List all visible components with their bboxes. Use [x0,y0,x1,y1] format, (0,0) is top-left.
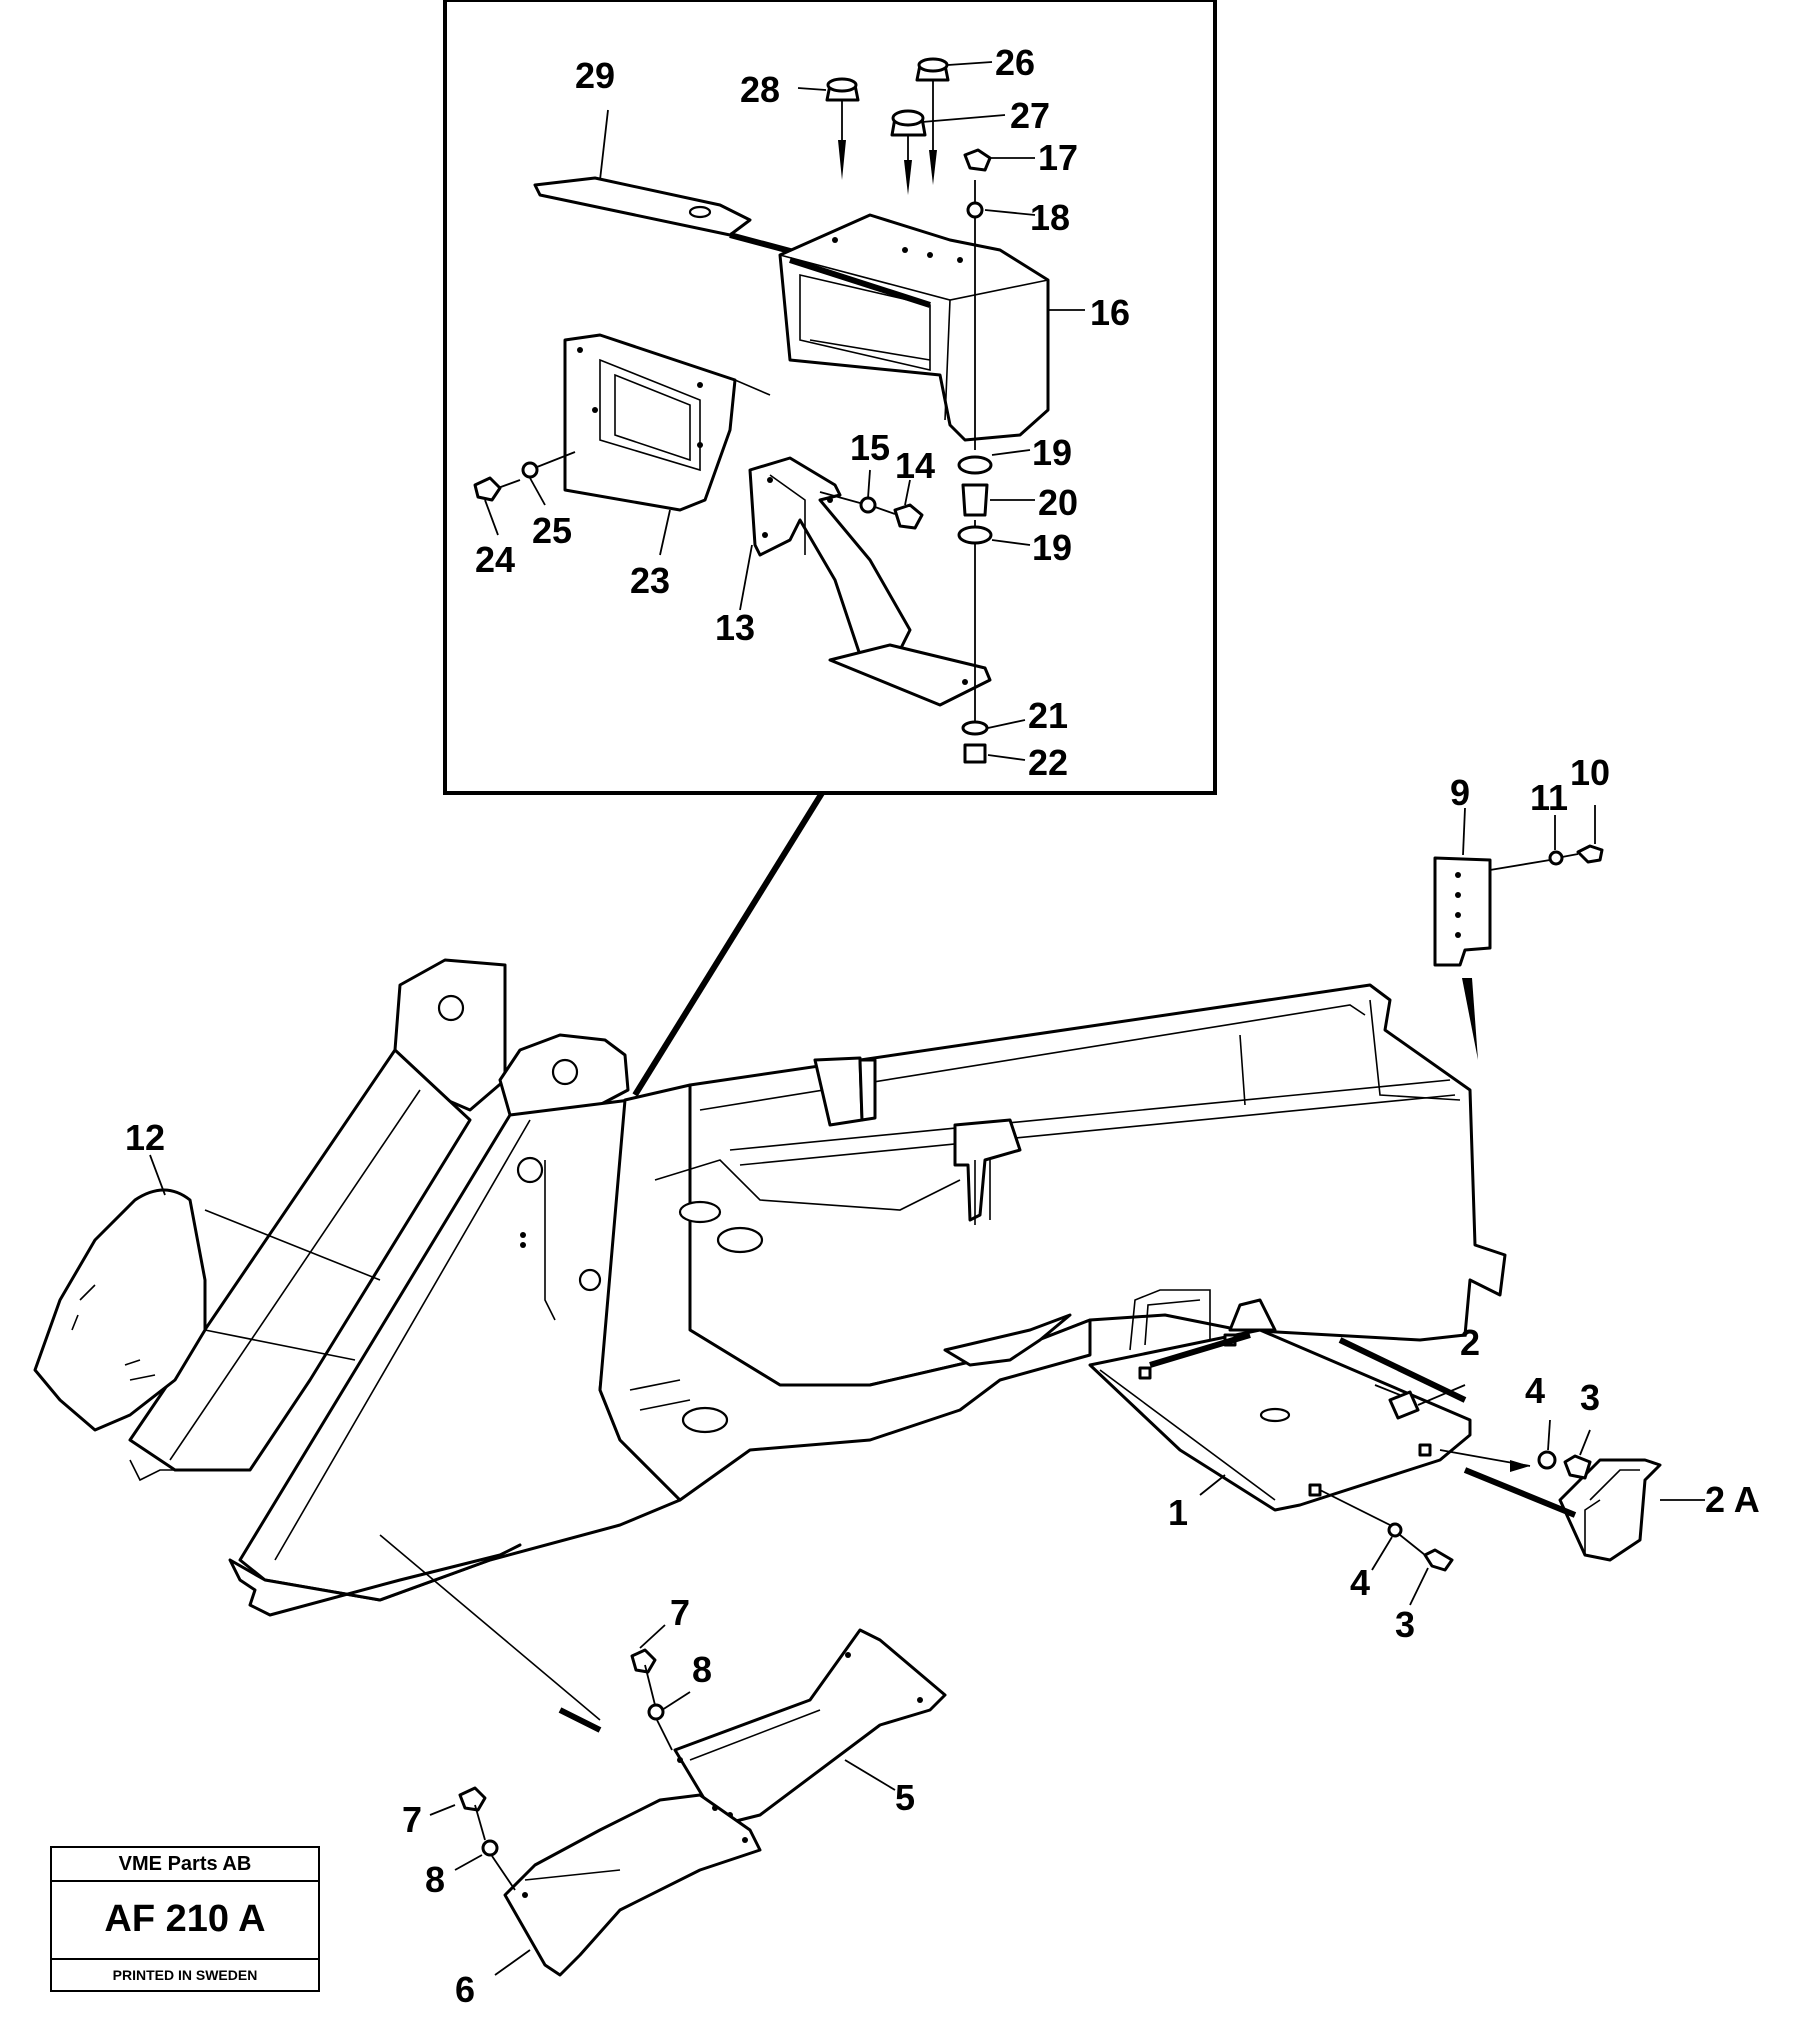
callout-3-lower: 3 [1395,1604,1415,1645]
guard-fasteners [1319,1419,1592,1606]
callout-25: 25 [532,510,572,551]
cover-plate-fasteners [429,1624,896,1976]
callout-3-upper: 3 [1580,1377,1600,1418]
callout-2: 2 [1460,1322,1480,1363]
callout-7-lower: 7 [402,1799,422,1840]
callout-8-upper: 8 [692,1649,712,1690]
lower-cover-plates [503,1628,947,1977]
callout-12: 12 [125,1117,165,1158]
callout-20: 20 [1038,482,1078,523]
callout-10: 10 [1570,752,1610,793]
callout-19-lower: 19 [1032,527,1072,568]
main-leader-lines [149,791,1401,1496]
callout-19-upper: 19 [1032,432,1072,473]
side-plate [1433,805,1604,1060]
callout-26: 26 [995,42,1035,83]
printed-note: PRINTED IN SWEDEN [112,1967,258,1983]
callout-4-upper: 4 [1525,1370,1545,1411]
callout-2a: 2 A [1705,1479,1760,1520]
inset-detail-frame [443,0,1217,795]
callout-6: 6 [455,1969,475,2010]
callout-22: 22 [1028,742,1068,783]
front-cover-plate [33,1188,381,1432]
callout-29: 29 [575,55,615,96]
callout-8-lower: 8 [425,1859,445,1900]
callout-1: 1 [1168,1492,1188,1533]
callout-5: 5 [895,1777,915,1818]
callout-9: 9 [1450,772,1470,813]
callout-7-upper: 7 [670,1592,690,1633]
callout-13: 13 [715,607,755,648]
drawing-number: AF 210 A [52,1880,318,1960]
callout-16: 16 [1090,292,1130,333]
callout-labels: 1 2 2 A 3 3 4 4 5 6 7 7 8 8 9 10 11 12 1… [125,42,1760,2010]
bottom-guard-plate [1088,1328,1472,1512]
callout-28: 28 [740,69,780,110]
title-block: VME Parts AB AF 210 A PRINTED IN SWEDEN [50,1846,320,1992]
callout-27: 27 [1010,95,1050,136]
callout-23: 23 [630,560,670,601]
callout-14: 14 [895,445,935,486]
inset-detail-parts [473,57,1085,764]
callout-24: 24 [475,539,515,580]
callout-11: 11 [1530,777,1568,818]
main-frame [128,958,1507,1721]
guard-mounting-bracket [1388,1384,1705,1562]
callout-21: 21 [1028,695,1068,736]
callout-15: 15 [850,427,890,468]
callout-17: 17 [1038,137,1078,178]
company-name: VME Parts AB [52,1848,318,1882]
callout-18: 18 [1030,197,1070,238]
callout-4-lower: 4 [1350,1562,1370,1603]
